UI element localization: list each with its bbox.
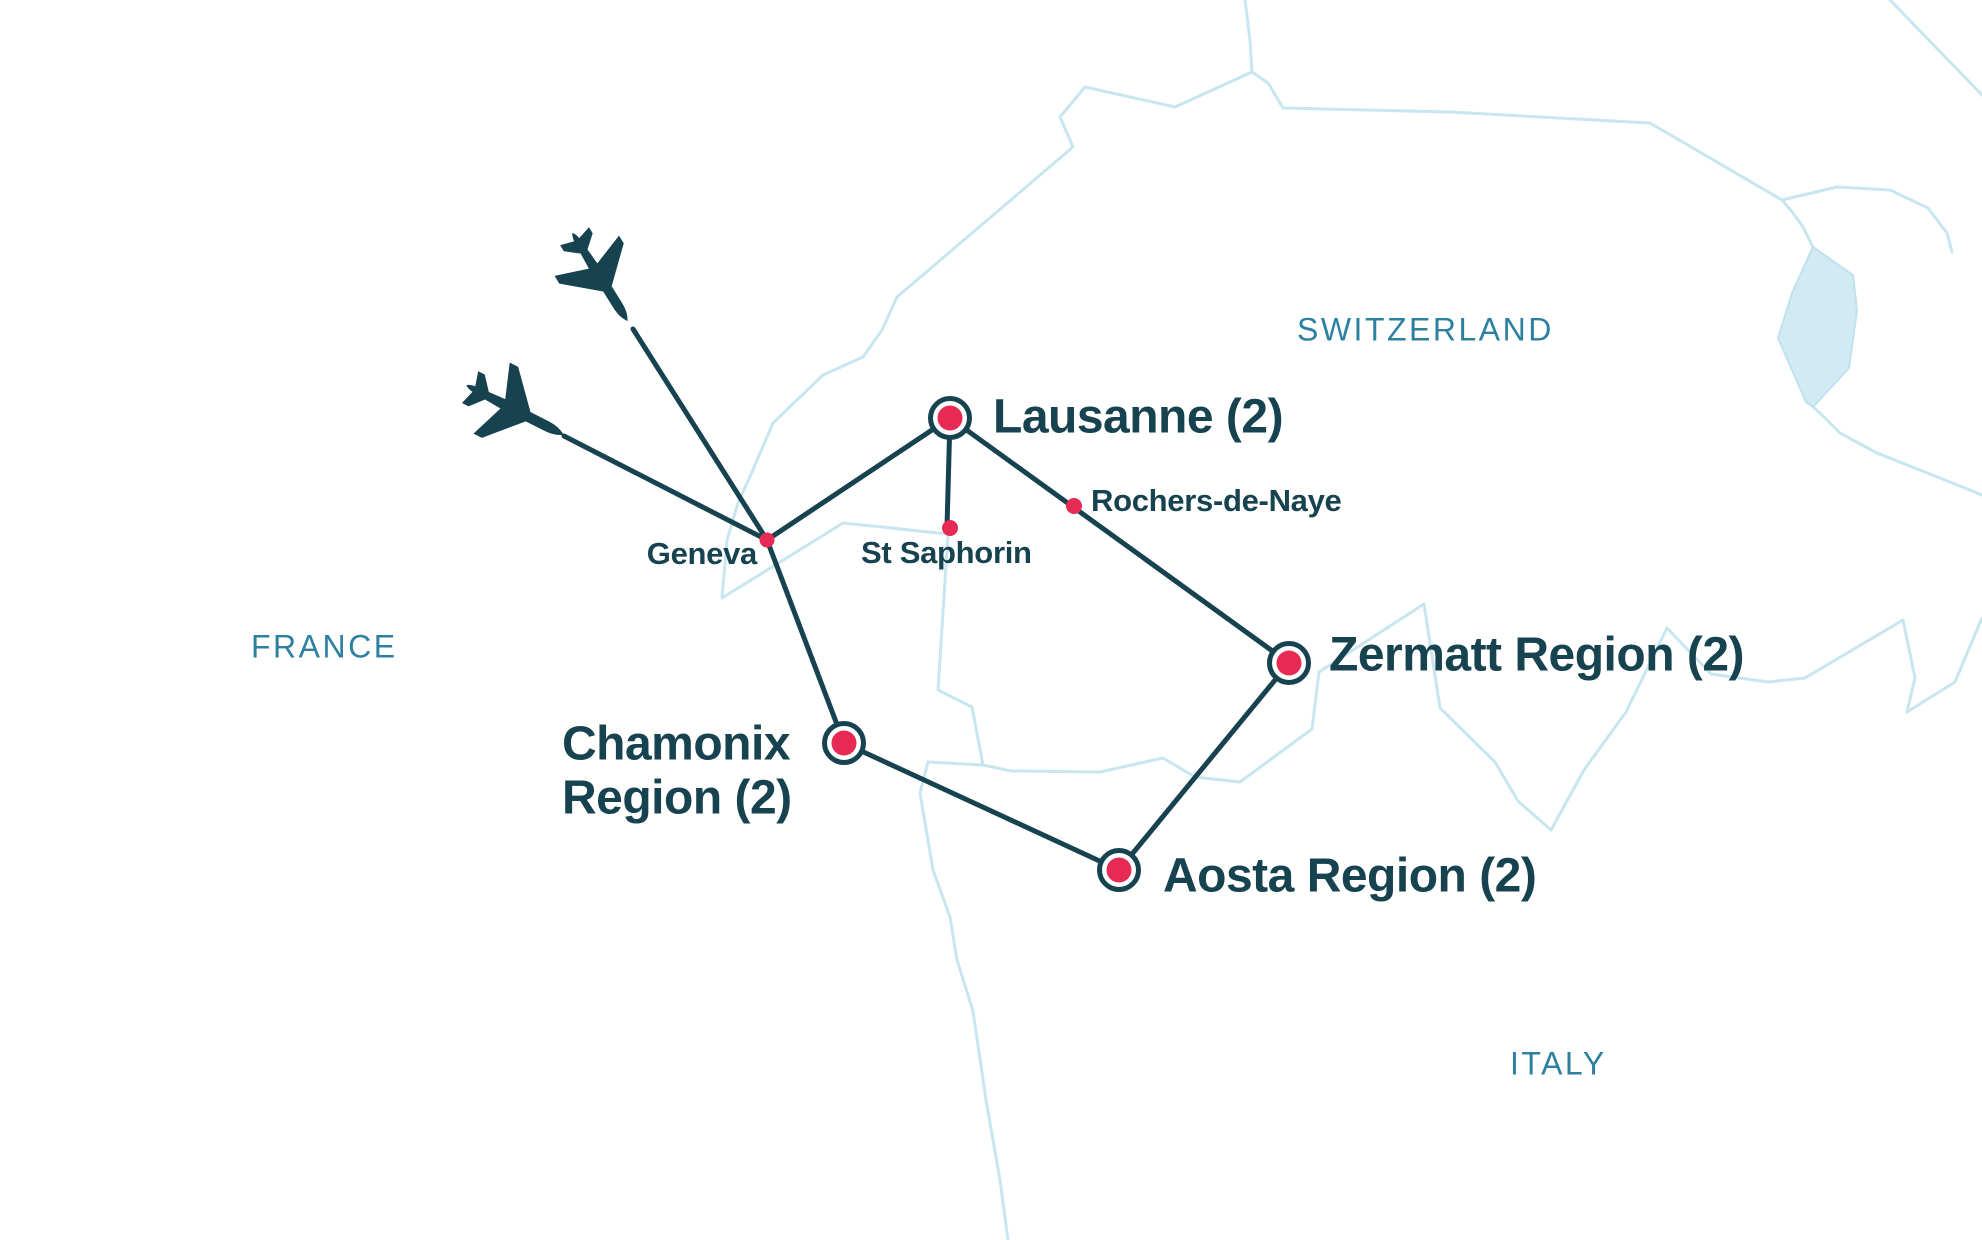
route-line	[764, 415, 953, 543]
waypoint-dot-rochers-de-naye	[1066, 498, 1082, 514]
border-line	[918, 760, 1010, 1240]
border-line	[1780, 185, 1954, 254]
waypoint-label-geneva: Geneva	[646, 536, 758, 571]
route-line	[764, 537, 847, 746]
country-label-switzerland: SWITZERLAND	[1297, 311, 1554, 348]
country-label-italy: ITALY	[1510, 1045, 1607, 1082]
stop-marker-chamonix[interactable]	[822, 721, 866, 765]
flight-line	[630, 326, 770, 543]
border-line	[1250, 70, 1784, 202]
route-line	[841, 740, 1122, 873]
waypoint-label-st-saphorin: St Saphorin	[861, 535, 1032, 570]
stop-label-chamonix[interactable]: Chamonix Region (2)	[562, 717, 792, 824]
stop-label-zermatt[interactable]: Zermatt Region (2)	[1329, 628, 1745, 682]
flight-line	[561, 433, 770, 543]
stop-label-aosta[interactable]: Aosta Region (2)	[1163, 849, 1537, 903]
border-line	[1243, 0, 1254, 74]
waypoint-label-rochers-de-naye: Rochers-de-Naye	[1091, 483, 1342, 518]
border-line	[1780, 198, 1815, 249]
border-line	[720, 70, 1917, 832]
stop-marker-aosta[interactable]	[1097, 848, 1141, 892]
stop-marker-lausanne[interactable]	[928, 396, 972, 440]
waypoint-dot-geneva	[759, 532, 775, 548]
airplane-icon	[461, 362, 564, 438]
waypoint-dot-st-saphorin	[942, 520, 958, 536]
stop-marker-zermatt[interactable]	[1267, 641, 1311, 685]
border-line	[1905, 616, 1982, 714]
border-line	[1811, 405, 1982, 497]
stop-label-lausanne[interactable]: Lausanne (2)	[993, 390, 1284, 444]
airplane-icon	[554, 227, 628, 322]
route-line	[947, 415, 1292, 666]
border-line	[1888, 0, 1982, 97]
country-label-france: FRANCE	[251, 628, 398, 665]
route-line	[1116, 660, 1292, 873]
lake-shape	[1777, 246, 1858, 408]
